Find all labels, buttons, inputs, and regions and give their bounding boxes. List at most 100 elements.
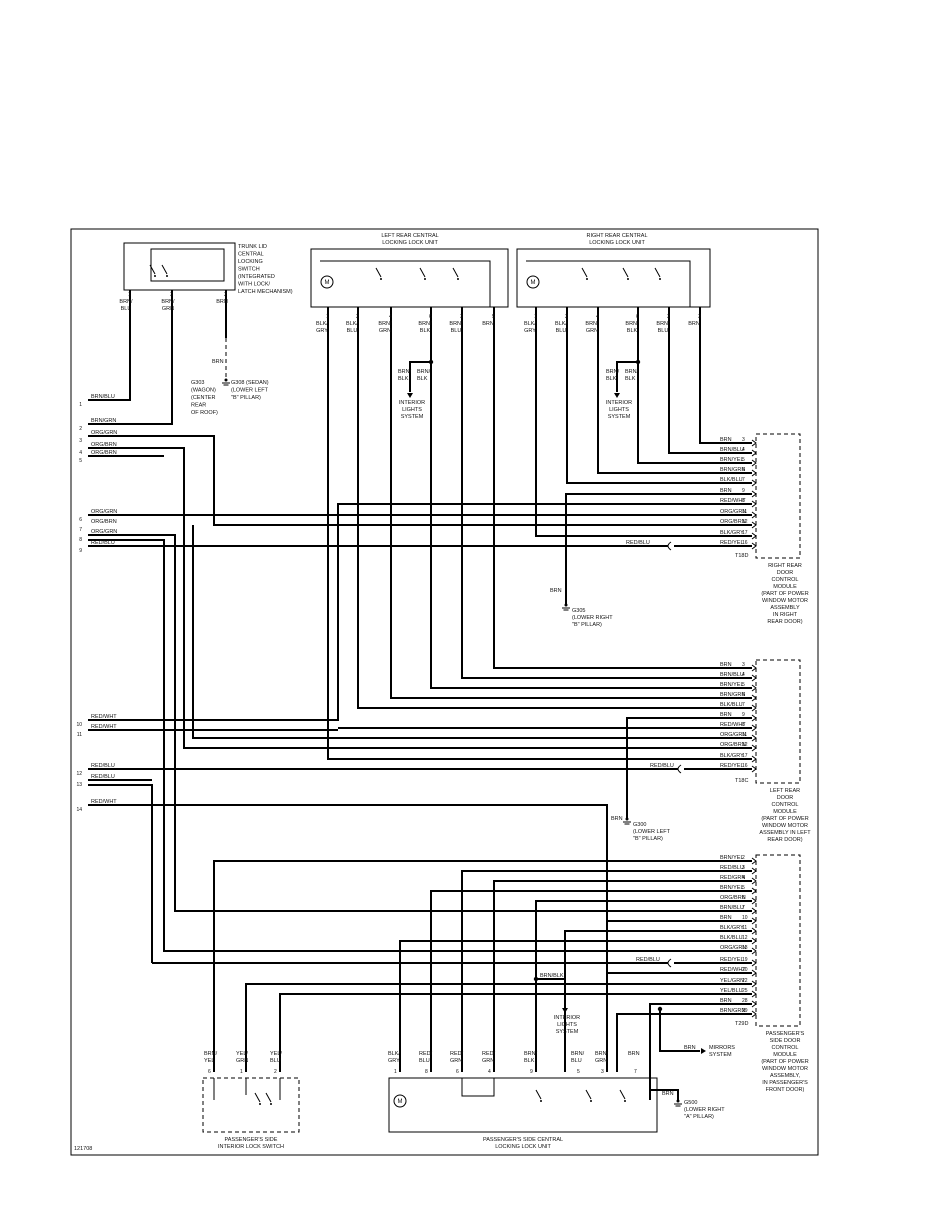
passenger-row-pin: 22 <box>742 978 748 984</box>
interior-lock-wire-label: BLU <box>270 1058 281 1064</box>
trunk-switch-title: LOCKING <box>238 259 263 265</box>
right-interior-arrow-icon <box>614 393 620 398</box>
left-rear-pin-chevron-icon <box>751 744 757 752</box>
motor-circle <box>320 275 334 289</box>
right-rear-lock-wire-label: GRY <box>524 328 536 334</box>
left-rear-lock-box <box>310 248 509 308</box>
passenger-row-pin: 13 <box>742 945 748 951</box>
passenger-row-wire-label: BLK/BLU <box>720 935 743 941</box>
interior-lock-switch-box <box>202 1077 300 1133</box>
left-rear-lock-switch-icon <box>452 267 459 280</box>
right-rear-row-wire-label: BRN/YEL <box>720 457 744 463</box>
pm-wire-4 <box>493 880 752 1072</box>
passenger-lock-switch-icon <box>619 1089 626 1102</box>
pm-splice-wire-label: BRN/BLK <box>540 973 564 979</box>
pm-wire-19-edge <box>88 784 153 963</box>
right-rear-title: WINDOW MOTOR <box>762 598 808 604</box>
rr-wire-6 <box>597 307 752 474</box>
passenger-title: MODULE <box>773 1052 797 1058</box>
passenger-pin-chevron-icon <box>751 917 757 925</box>
left-rear-pin-chevron-icon <box>751 664 757 672</box>
edge-wire-label: RED/WHT <box>91 724 117 730</box>
left-rear-title: CONTROL <box>772 802 799 808</box>
right-rear-pin-chevron-icon <box>751 490 757 498</box>
passenger-pin-chevron-icon <box>751 1010 757 1018</box>
motor-letter: M <box>531 280 536 286</box>
passenger-title: PASSENGER'S <box>766 1031 805 1037</box>
pm-wire-12 <box>399 940 752 1072</box>
right-rear-row-wire-label: BLK/GRY <box>720 530 744 536</box>
switch-contact <box>270 1103 272 1105</box>
ground-dot <box>625 817 629 821</box>
pm-interior-arrow-icon <box>562 1008 568 1013</box>
switch-contact <box>624 1100 626 1102</box>
pm-wire-mirrors <box>659 1009 700 1052</box>
right-rear-lock-wire-label: BLU <box>658 328 669 334</box>
left-rear-lock-title: LEFT REAR CENTRAL <box>381 233 438 239</box>
right-rear-pin-chevron-icon <box>751 542 757 550</box>
lr-wire-4 <box>461 307 752 679</box>
edge-connector-number: 8 <box>79 537 82 543</box>
ground-g300-label: (LOWER LEFT <box>633 829 671 835</box>
right-rear-lock-motor-icon: M <box>526 275 540 289</box>
left-lock-splice-label: BRN/ <box>417 369 431 375</box>
trunk-switch-title: LATCH MECHANISM) <box>238 289 293 295</box>
lr-wire-6 <box>390 307 752 699</box>
trunk-ground-wire-label: BRN <box>212 359 224 365</box>
pm-wire-3 <box>461 870 752 1072</box>
left-rear-lock-pin: 2 <box>356 314 359 320</box>
edge-wire-label: BRN/BLU <box>91 394 115 400</box>
interior-lock-switch-icon <box>254 1092 261 1105</box>
left-rear-lock-wire-label: BRN <box>482 321 494 327</box>
left-rear-lock-wire-label: BLK/ <box>346 321 358 327</box>
passenger-lock-switch-icon <box>535 1089 542 1102</box>
passenger-lock-pin: 5 <box>577 1069 580 1075</box>
switch-blade <box>535 1089 542 1100</box>
right-rear-row-pin: 9 <box>742 488 745 494</box>
left-rear-row-wire-label: ORG/BRN <box>720 742 746 748</box>
passenger-row-wire-label: YEL/BLU <box>720 988 743 994</box>
pm-wire-11 <box>564 930 752 1072</box>
edge-wire-label: ORG/GRN <box>91 529 117 535</box>
ground-g300-label: "B" PILLAR) <box>633 836 663 842</box>
edge-wire-label: RED/BLU <box>91 763 115 769</box>
passenger-lock-pin: 4 <box>488 1069 491 1075</box>
left-rear-pin-chevron-icon <box>751 734 757 742</box>
right-interior-lights-label: SYSTEM <box>608 414 631 420</box>
left-rear-row-pin: 17 <box>742 753 748 759</box>
interior-lock-title: PASSENGER'S SIDE <box>225 1137 278 1143</box>
switch-blade <box>149 264 156 275</box>
left-rear-lock-wire-label: BRN/ <box>418 321 432 327</box>
passenger-pin-chevron-icon <box>751 927 757 935</box>
left-lock-splice-label: BLK <box>417 376 428 382</box>
left-rear-title: (PART OF POWER <box>761 816 808 822</box>
passenger-row-pin: 3 <box>742 865 745 871</box>
left-rear-lock-wire-label: BRN/ <box>449 321 463 327</box>
right-rear-lock-pin: 2 <box>565 314 568 320</box>
left-rear-pin-chevron-icon <box>751 684 757 692</box>
edge-connector-number: 1 <box>79 402 82 408</box>
switch-contact <box>166 275 168 277</box>
passenger-row-pin: 20 <box>742 967 748 973</box>
switch-blade <box>619 1089 626 1100</box>
left-rear-row-pin: 9 <box>742 712 745 718</box>
right-rear-row-wire-label: RED/WHT <box>720 498 746 504</box>
right-rear-lock-title: LOCKING LOCK UNIT <box>589 240 645 246</box>
passenger-lock-wire-label: RED/ <box>482 1051 496 1057</box>
left-rear-title: DOOR <box>777 795 794 801</box>
switch-blade <box>581 267 588 278</box>
passenger-pin-chevron-icon <box>751 947 757 955</box>
left-rear-row-pin: 3 <box>742 662 745 668</box>
right-lock-splice-label: BLK <box>606 376 617 382</box>
switch-blade <box>254 1092 261 1103</box>
edge-wire-label: ORG/BRN <box>91 450 117 456</box>
passenger-pin-chevron-icon <box>751 959 757 967</box>
passenger-row-pin: 7 <box>742 905 745 911</box>
pm-wire-22 <box>245 983 752 1072</box>
lr-wire-3 <box>493 307 752 669</box>
passenger-row-wire-label: RED/GRN <box>720 875 745 881</box>
passenger-title: IN PASSENGER'S <box>762 1080 808 1086</box>
interior-lock-wire-label: YEL <box>204 1058 214 1064</box>
right-rear-lock-wire-label: GRN <box>586 328 598 334</box>
